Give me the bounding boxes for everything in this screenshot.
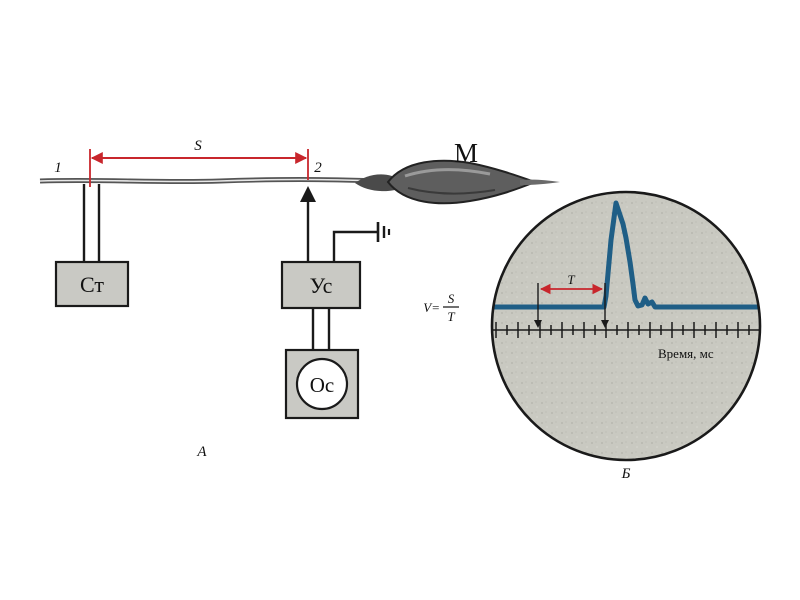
panel-a: S 1 2 М Ст Ус Ос А xyxy=(39,138,560,460)
panel-b: T Время, мс Б xyxy=(490,190,762,482)
panel-b-label: Б xyxy=(621,466,631,482)
ground-icon xyxy=(332,222,391,262)
recording-electrode xyxy=(300,186,316,262)
formula-numerator: S xyxy=(448,291,455,306)
muscle xyxy=(355,159,560,205)
velocity-formula: V= S T xyxy=(423,291,459,324)
amplifier-box xyxy=(280,260,362,310)
panel-a-label: А xyxy=(196,444,207,460)
point-2-label: 2 xyxy=(314,160,322,176)
muscle-label: М xyxy=(454,138,478,168)
formula-v: V= xyxy=(423,300,440,315)
time-axis-label: Время, мс xyxy=(658,346,714,361)
action-potential-trace xyxy=(492,200,760,310)
stimulator-label: Ст xyxy=(80,272,104,297)
amplifier-label: Ус xyxy=(310,273,333,298)
time-interval-marker: T xyxy=(534,272,609,328)
scope-screen-rim xyxy=(490,190,762,462)
scope-screen xyxy=(492,192,760,460)
distance-label: S xyxy=(194,138,202,154)
point-1-label: 1 xyxy=(54,160,62,176)
formula-denominator: T xyxy=(447,309,455,324)
stimulator-box xyxy=(54,260,130,308)
oscilloscope-screen-icon xyxy=(295,357,349,411)
oscilloscope-label: Ос xyxy=(310,373,335,397)
time-interval-label: T xyxy=(567,272,575,287)
